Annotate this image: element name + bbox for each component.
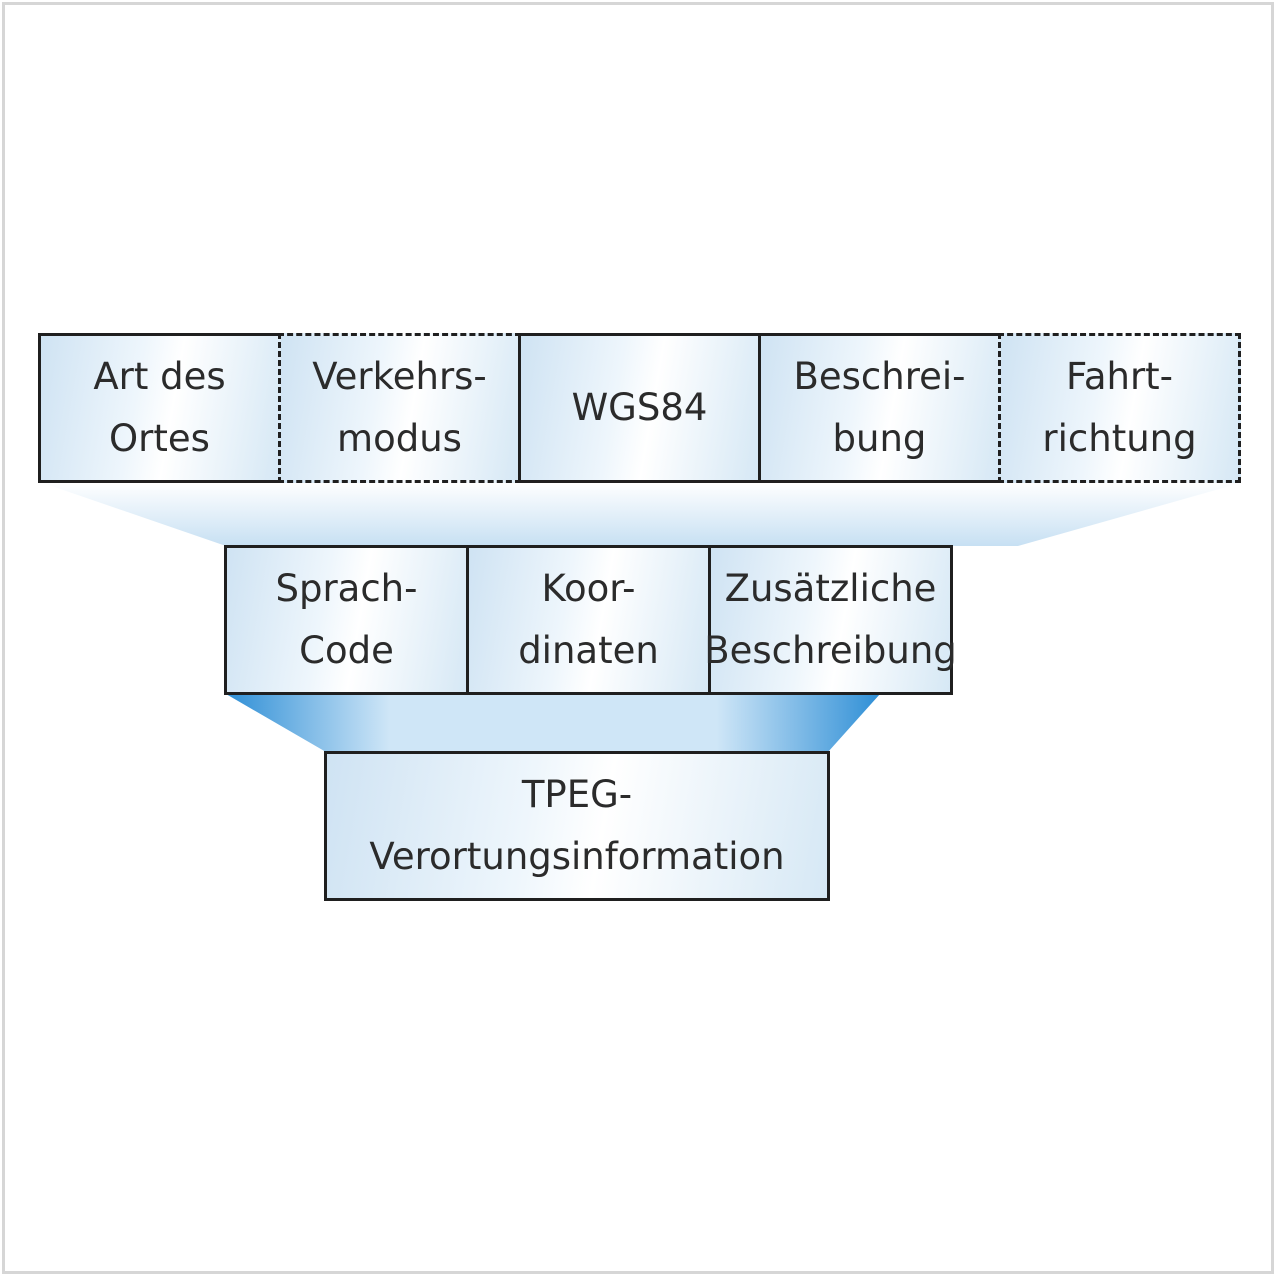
- bottom-layer: TPEG- Verortungsinformation: [324, 751, 830, 901]
- box-sprach-code: Sprach- Code: [224, 545, 469, 695]
- box-tpeg-verortungsinformation: TPEG- Verortungsinformation: [324, 751, 830, 901]
- funnel-top-to-middle: [40, 482, 1244, 546]
- box-koordinaten: Koor- dinaten: [466, 545, 711, 695]
- funnel-middle-to-bottom: [226, 694, 880, 752]
- top-layer: Art des Ortes Verkehrs- modus WGS84 Besc…: [38, 333, 1241, 483]
- box-art-des-ortes: Art des Ortes: [38, 333, 281, 483]
- box-zusaetzliche-beschreibung: Zusätzliche Beschreibung: [704, 545, 957, 695]
- box-wgs84: WGS84: [518, 333, 761, 483]
- middle-layer: Sprach- Code Koor- dinaten Zusätzliche B…: [224, 545, 957, 695]
- box-fahrtrichtung: Fahrt- richtung: [998, 333, 1241, 483]
- box-verkehrsmodus: Verkehrs- modus: [278, 333, 521, 483]
- box-beschreibung: Beschrei- bung: [758, 333, 1001, 483]
